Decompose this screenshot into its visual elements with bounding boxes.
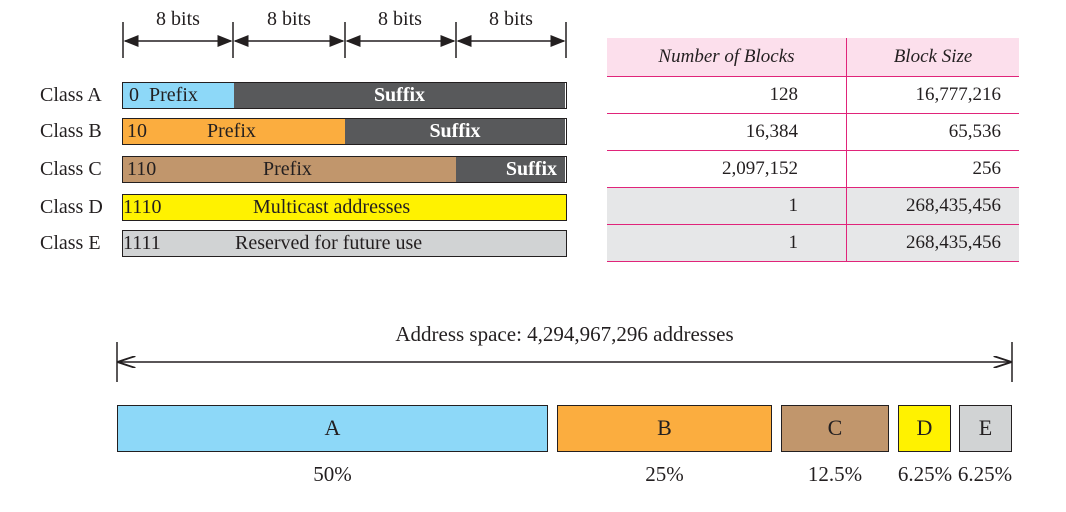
cell-block-size: 65,536 — [846, 113, 1019, 151]
class-c-prefix-segment: 110 Prefix — [123, 157, 456, 182]
bits-label-3: 8 bits — [378, 8, 422, 30]
class-a-label: Class A — [40, 84, 102, 106]
table-row: 2,097,152 256 — [607, 150, 1019, 188]
cell-block-size: 268,435,456 — [846, 224, 1019, 262]
class-c-prefix-label: Prefix — [263, 158, 312, 180]
cell-block-size: 16,777,216 — [846, 76, 1019, 114]
bits-label-2: 8 bits — [267, 8, 311, 30]
cell-number-of-blocks: 1 — [607, 187, 847, 225]
table-row: 128 16,777,216 — [607, 76, 1019, 114]
percent-e: 6.25% — [957, 462, 1013, 486]
percent-b: 25% — [645, 462, 684, 486]
table-row: 1 268,435,456 — [607, 187, 1019, 225]
class-e-text: Reserved for future use — [235, 232, 423, 254]
cell-block-size: 268,435,456 — [846, 187, 1019, 225]
class-b-suffix-segment: Suffix — [345, 119, 565, 144]
class-a-bits: 0 — [129, 84, 139, 106]
cell-block-size: 256 — [846, 150, 1019, 188]
class-b-prefix-segment: 10 Prefix — [123, 119, 345, 144]
class-e-bar: 1111 Reserved for future use — [122, 230, 567, 257]
class-b-prefix-label: Prefix — [207, 120, 256, 142]
address-block-d: D — [898, 405, 951, 452]
class-e-label: Class E — [40, 232, 101, 254]
header-block-size: Block Size — [846, 38, 1019, 77]
class-a-suffix-segment: Suffix — [234, 83, 565, 108]
class-d-text: Multicast addresses — [253, 196, 411, 218]
cell-number-of-blocks: 2,097,152 — [607, 150, 847, 188]
class-a-prefix-segment: 0 Prefix — [123, 83, 234, 108]
address-block-b: B — [557, 405, 772, 452]
address-space-arrow — [116, 342, 1013, 382]
table-row: 16,384 65,536 — [607, 113, 1019, 151]
bits-label-4: 8 bits — [489, 8, 533, 30]
class-c-bits: 110 — [127, 158, 157, 180]
class-a-bar: 0 Prefix Suffix — [122, 82, 567, 109]
class-b-bits: 10 — [127, 120, 147, 142]
cell-number-of-blocks: 128 — [607, 76, 847, 114]
class-d-bits: 1110 — [123, 196, 162, 218]
class-c-suffix-segment: Suffix — [456, 157, 565, 182]
class-b-bar: 10 Prefix Suffix — [122, 118, 567, 145]
address-block-e: E — [959, 405, 1012, 452]
percent-d: 6.25% — [897, 462, 953, 486]
address-block-c: C — [781, 405, 889, 452]
address-block-a: A — [117, 405, 548, 452]
class-c-label: Class C — [40, 158, 102, 180]
blocks-table: Number of Blocks Block Size 128 16,777,2… — [607, 38, 1019, 262]
address-space-label: Address space: 4,294,967,296 addresses — [395, 322, 734, 346]
class-b-label: Class B — [40, 120, 102, 142]
header-number-of-blocks: Number of Blocks — [607, 38, 847, 77]
class-d-bar: 1110 Multicast addresses — [122, 194, 567, 221]
cell-number-of-blocks: 1 — [607, 224, 847, 262]
bit-ruler — [122, 22, 567, 58]
class-c-bar: 110 Prefix Suffix — [122, 156, 567, 183]
table-row: 1 268,435,456 — [607, 224, 1019, 262]
cell-number-of-blocks: 16,384 — [607, 113, 847, 151]
class-a-prefix-label: Prefix — [149, 84, 198, 106]
percent-c: 12.5% — [807, 462, 863, 486]
percent-a: 50% — [313, 462, 352, 486]
class-d-label: Class D — [40, 196, 103, 218]
bits-label-1: 8 bits — [156, 8, 200, 30]
class-e-bits: 1111 — [123, 232, 161, 254]
table-header-row: Number of Blocks Block Size — [607, 38, 1019, 77]
